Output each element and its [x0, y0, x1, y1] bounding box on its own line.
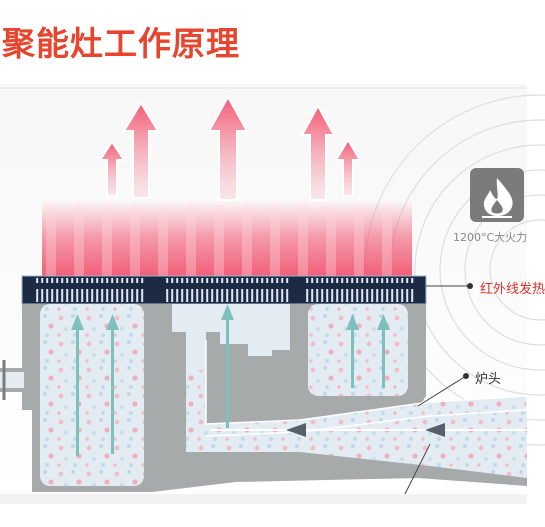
heat-arrow: [122, 101, 160, 199]
heat-arrow: [334, 138, 362, 197]
title-bar: 聚能灶工作原理: [0, 0, 527, 84]
burner-diagram: [0, 84, 545, 504]
fire-badge: [470, 168, 524, 222]
infrared-plate: [21, 275, 427, 305]
heat-glow: [42, 200, 412, 280]
burner-diagram-svg: [0, 84, 545, 504]
page: 聚能灶工作原理 1200°C大火力 红外线发热 炉头: [0, 0, 545, 504]
fire-power-label: 1200°C大火力: [453, 231, 528, 244]
flame-icon: [482, 178, 513, 218]
pointer-dot: [463, 373, 469, 379]
page-title: 聚能灶工作原理: [2, 24, 240, 63]
heat-arrow: [98, 140, 126, 197]
heat-arrow: [300, 103, 336, 201]
burner-head-label: 炉头: [475, 372, 502, 387]
heat-arrows: [98, 94, 362, 201]
pipe-flow-arrows: [210, 423, 527, 437]
pointer-lines: [401, 285, 470, 501]
flow-arrows: [71, 304, 390, 456]
infrared-label: 红外线发热: [480, 282, 545, 297]
pointer-dot: [467, 283, 473, 289]
heat-arrow: [207, 94, 249, 201]
